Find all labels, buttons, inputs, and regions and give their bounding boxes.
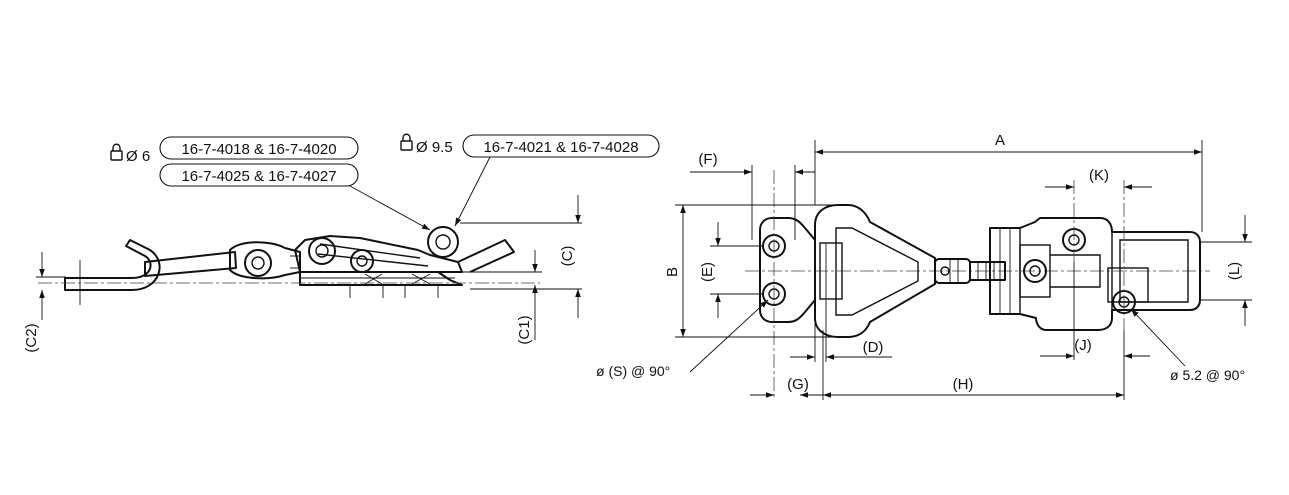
lock-b-diameter: Ø 9.5 (416, 139, 453, 156)
hole-note-s: ø (S) @ 90° (596, 363, 670, 379)
dim-label-k: (K) (1089, 167, 1109, 184)
side-view: (C2) (C) (C1) Ø 6 16-7-4018 & 16-7-4020 … (23, 133, 660, 353)
padlock-icon (400, 133, 413, 151)
lock-a-part-range-1: 16-7-4018 & 16-7-4020 (181, 141, 336, 158)
lock-b-part-range: 16-7-4021 & 16-7-4028 (483, 139, 638, 156)
dim-label-e: (E) (699, 262, 716, 282)
dim-label-h: (H) (953, 376, 974, 393)
lock-a-diameter: Ø 6 (126, 148, 150, 165)
dim-label-j: (J) (1074, 337, 1092, 354)
top-view: A B (E) (F) (K) (L) (J) (596, 132, 1252, 400)
padlock-icon (110, 143, 123, 161)
hole-note-5-2: ø 5.2 @ 90° (1170, 367, 1245, 383)
dim-label-g: (G) (787, 376, 809, 393)
dim-label-f: (F) (698, 151, 717, 168)
dim-label-c: (C) (559, 246, 576, 267)
lock-a-part-range-2: 16-7-4025 & 16-7-4027 (181, 168, 336, 185)
dim-label-a: A (995, 132, 1005, 149)
dim-label-l: (L) (1226, 262, 1243, 280)
dim-label-b: B (664, 267, 681, 277)
dim-label-c1: (C1) (516, 315, 533, 344)
dim-label-d: (D) (863, 339, 884, 356)
dim-label-c2: (C2) (23, 323, 40, 352)
